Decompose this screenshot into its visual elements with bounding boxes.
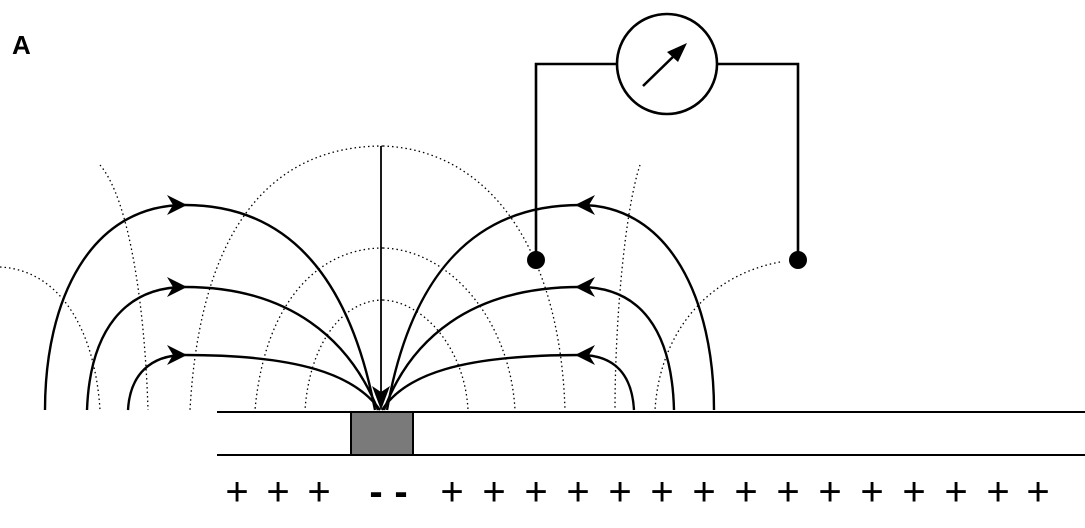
flow-arrow-icon	[575, 195, 595, 215]
equipotential-lines	[0, 145, 781, 411]
flow-arrow-icon	[167, 345, 187, 365]
positive-charge: +	[734, 470, 758, 514]
flow-line	[43, 203, 377, 411]
meter-icon	[615, 12, 719, 116]
positive-charge: +	[482, 470, 506, 514]
equipotential-line	[99, 164, 149, 411]
right-lead	[718, 62, 800, 260]
positive-charge: +	[566, 470, 590, 514]
flow-arrow-icon	[167, 277, 187, 297]
panel-label: A	[12, 30, 31, 60]
equipotential-line	[189, 145, 384, 411]
needle-arrow-icon	[667, 43, 687, 62]
positive-charge: +	[902, 470, 926, 514]
flow-line	[126, 353, 381, 411]
positive-charge: +	[608, 470, 632, 514]
positive-charge: +	[818, 470, 842, 514]
positive-charge: +	[986, 470, 1010, 514]
positive-charge: +	[225, 470, 249, 514]
flow-line	[380, 353, 636, 411]
electrode-dot-icon	[527, 251, 545, 269]
flow-arrow-icon	[575, 277, 595, 297]
central-arrow-icon	[372, 386, 390, 410]
flow-line	[385, 203, 716, 411]
equipotential-line	[0, 266, 101, 411]
equipotential-line	[254, 247, 384, 411]
needle-shaft	[642, 51, 679, 87]
positive-charge: +	[1026, 470, 1050, 514]
left-lead	[534, 62, 618, 260]
equipotential-line	[382, 299, 469, 411]
flow-line	[382, 285, 676, 411]
positive-charge: +	[524, 470, 548, 514]
equipotential-line	[614, 164, 641, 411]
sink-region	[350, 411, 414, 456]
equipotential-line	[382, 247, 516, 411]
positive-charge: +	[944, 470, 968, 514]
positive-charge: +	[650, 470, 674, 514]
equipotential-line	[654, 261, 781, 411]
negative-charge: -	[394, 470, 408, 514]
flow-lines	[43, 203, 716, 411]
positive-charge: +	[776, 470, 800, 514]
membrane	[217, 411, 1085, 456]
equipotential-line	[382, 145, 566, 411]
flow-arrow-icon	[575, 345, 595, 365]
flow-arrow-icon	[167, 195, 187, 215]
positive-charge: +	[860, 470, 884, 514]
negative-charge: -	[369, 470, 383, 514]
central-current	[372, 146, 390, 410]
positive-charge: +	[440, 470, 464, 514]
positive-charge: +	[266, 470, 290, 514]
electrode-dot-icon	[789, 251, 807, 269]
meter-circuit	[534, 12, 800, 260]
positive-charge: +	[307, 470, 331, 514]
flow-arrows	[167, 195, 595, 365]
meter-needle	[642, 43, 687, 87]
positive-charge: +	[692, 470, 716, 514]
flow-line	[85, 285, 380, 411]
charge-row: + + + - - + + + + + + + + + + + + + + +	[0, 472, 1085, 516]
